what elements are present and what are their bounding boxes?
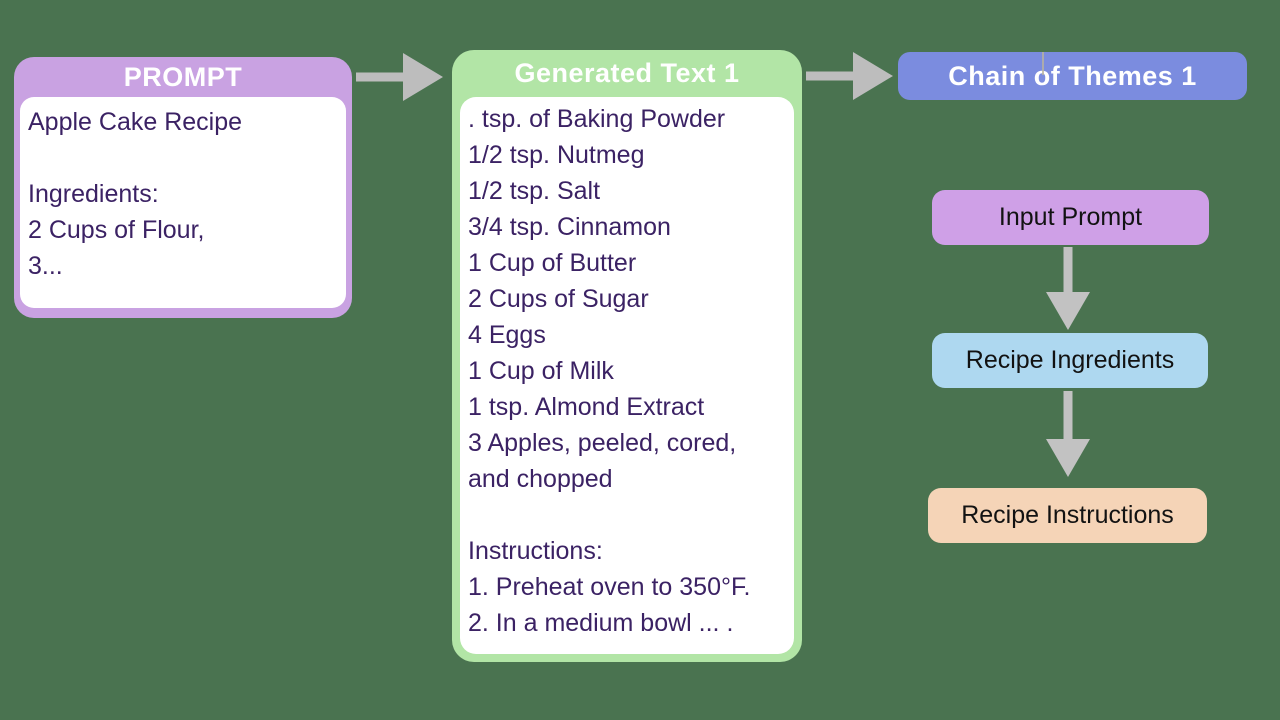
text-line: 1 Cup of Milk xyxy=(468,357,614,385)
arrow-input-to-ingredients xyxy=(1046,247,1090,330)
flow-node-label: Recipe Instructions xyxy=(961,501,1174,529)
text-line xyxy=(468,497,788,533)
text-line: Ingredients: xyxy=(28,180,159,208)
stray-caret-mark xyxy=(1042,52,1044,75)
arrow-ingredients-to-instructions xyxy=(1046,391,1090,477)
flow-node-input-prompt: Input Prompt xyxy=(932,190,1209,245)
text-line: 1/2 tsp. Nutmeg xyxy=(468,141,645,169)
arrow-head-icon xyxy=(1046,292,1090,330)
text-line: 1. Preheat oven to 350°F. xyxy=(468,573,751,601)
text-line: Instructions: xyxy=(468,537,603,565)
text-line: 1/2 tsp. Salt xyxy=(468,177,601,205)
text-line: 2 Cups of Flour, xyxy=(28,216,205,244)
text-line: 2 Cups of Sugar xyxy=(468,285,649,313)
text-line: and chopped xyxy=(468,465,613,493)
flow-node-label: Recipe Ingredients xyxy=(965,346,1175,374)
arrow-generated-to-chain xyxy=(806,52,893,100)
arrow-shaft xyxy=(356,72,406,82)
arrow-shaft xyxy=(1063,247,1073,293)
text-line: 2. In a medium bowl ... . xyxy=(468,609,734,637)
arrow-shaft xyxy=(1063,391,1073,440)
prompt-box-title: PROMPT xyxy=(123,61,243,92)
generated-text-title: Generated Text 1 xyxy=(514,58,740,88)
arrow-head-icon xyxy=(853,52,893,100)
arrow-head-icon xyxy=(403,53,443,101)
chain-of-themes-label: Chain of Themes 1 xyxy=(948,60,1197,91)
text-line: 1 tsp. Almond Extract xyxy=(468,393,705,421)
text-line: Apple Cake Recipe xyxy=(28,108,243,136)
arrow-head-icon xyxy=(1046,439,1090,477)
text-line: 3/4 tsp. Cinnamon xyxy=(468,213,671,241)
flow-node-label: Input Prompt xyxy=(998,203,1143,231)
chain-of-themes-box: Chain of Themes 1 xyxy=(898,52,1247,100)
text-line: . tsp. of Baking Powder xyxy=(468,105,726,133)
generated-text-body: . tsp. of Baking Powder 1/2 tsp. Nutmeg 1/… xyxy=(460,97,794,654)
text-line: 3... xyxy=(28,252,63,280)
text-line: 1 Cup of Butter xyxy=(468,249,637,277)
text-line: 4 Eggs xyxy=(468,321,546,349)
flow-node-recipe-ingredients: Recipe Ingredients xyxy=(932,333,1208,388)
arrow-shaft xyxy=(806,71,856,81)
flow-node-recipe-instructions: Recipe Instructions xyxy=(928,488,1207,543)
text-line xyxy=(28,140,338,176)
text-line: 3 Apples, peeled, cored, xyxy=(468,429,737,457)
arrow-prompt-to-generated xyxy=(356,53,443,101)
generated-text-box: Generated Text 1 . tsp. of Baking Powder… xyxy=(452,50,802,662)
